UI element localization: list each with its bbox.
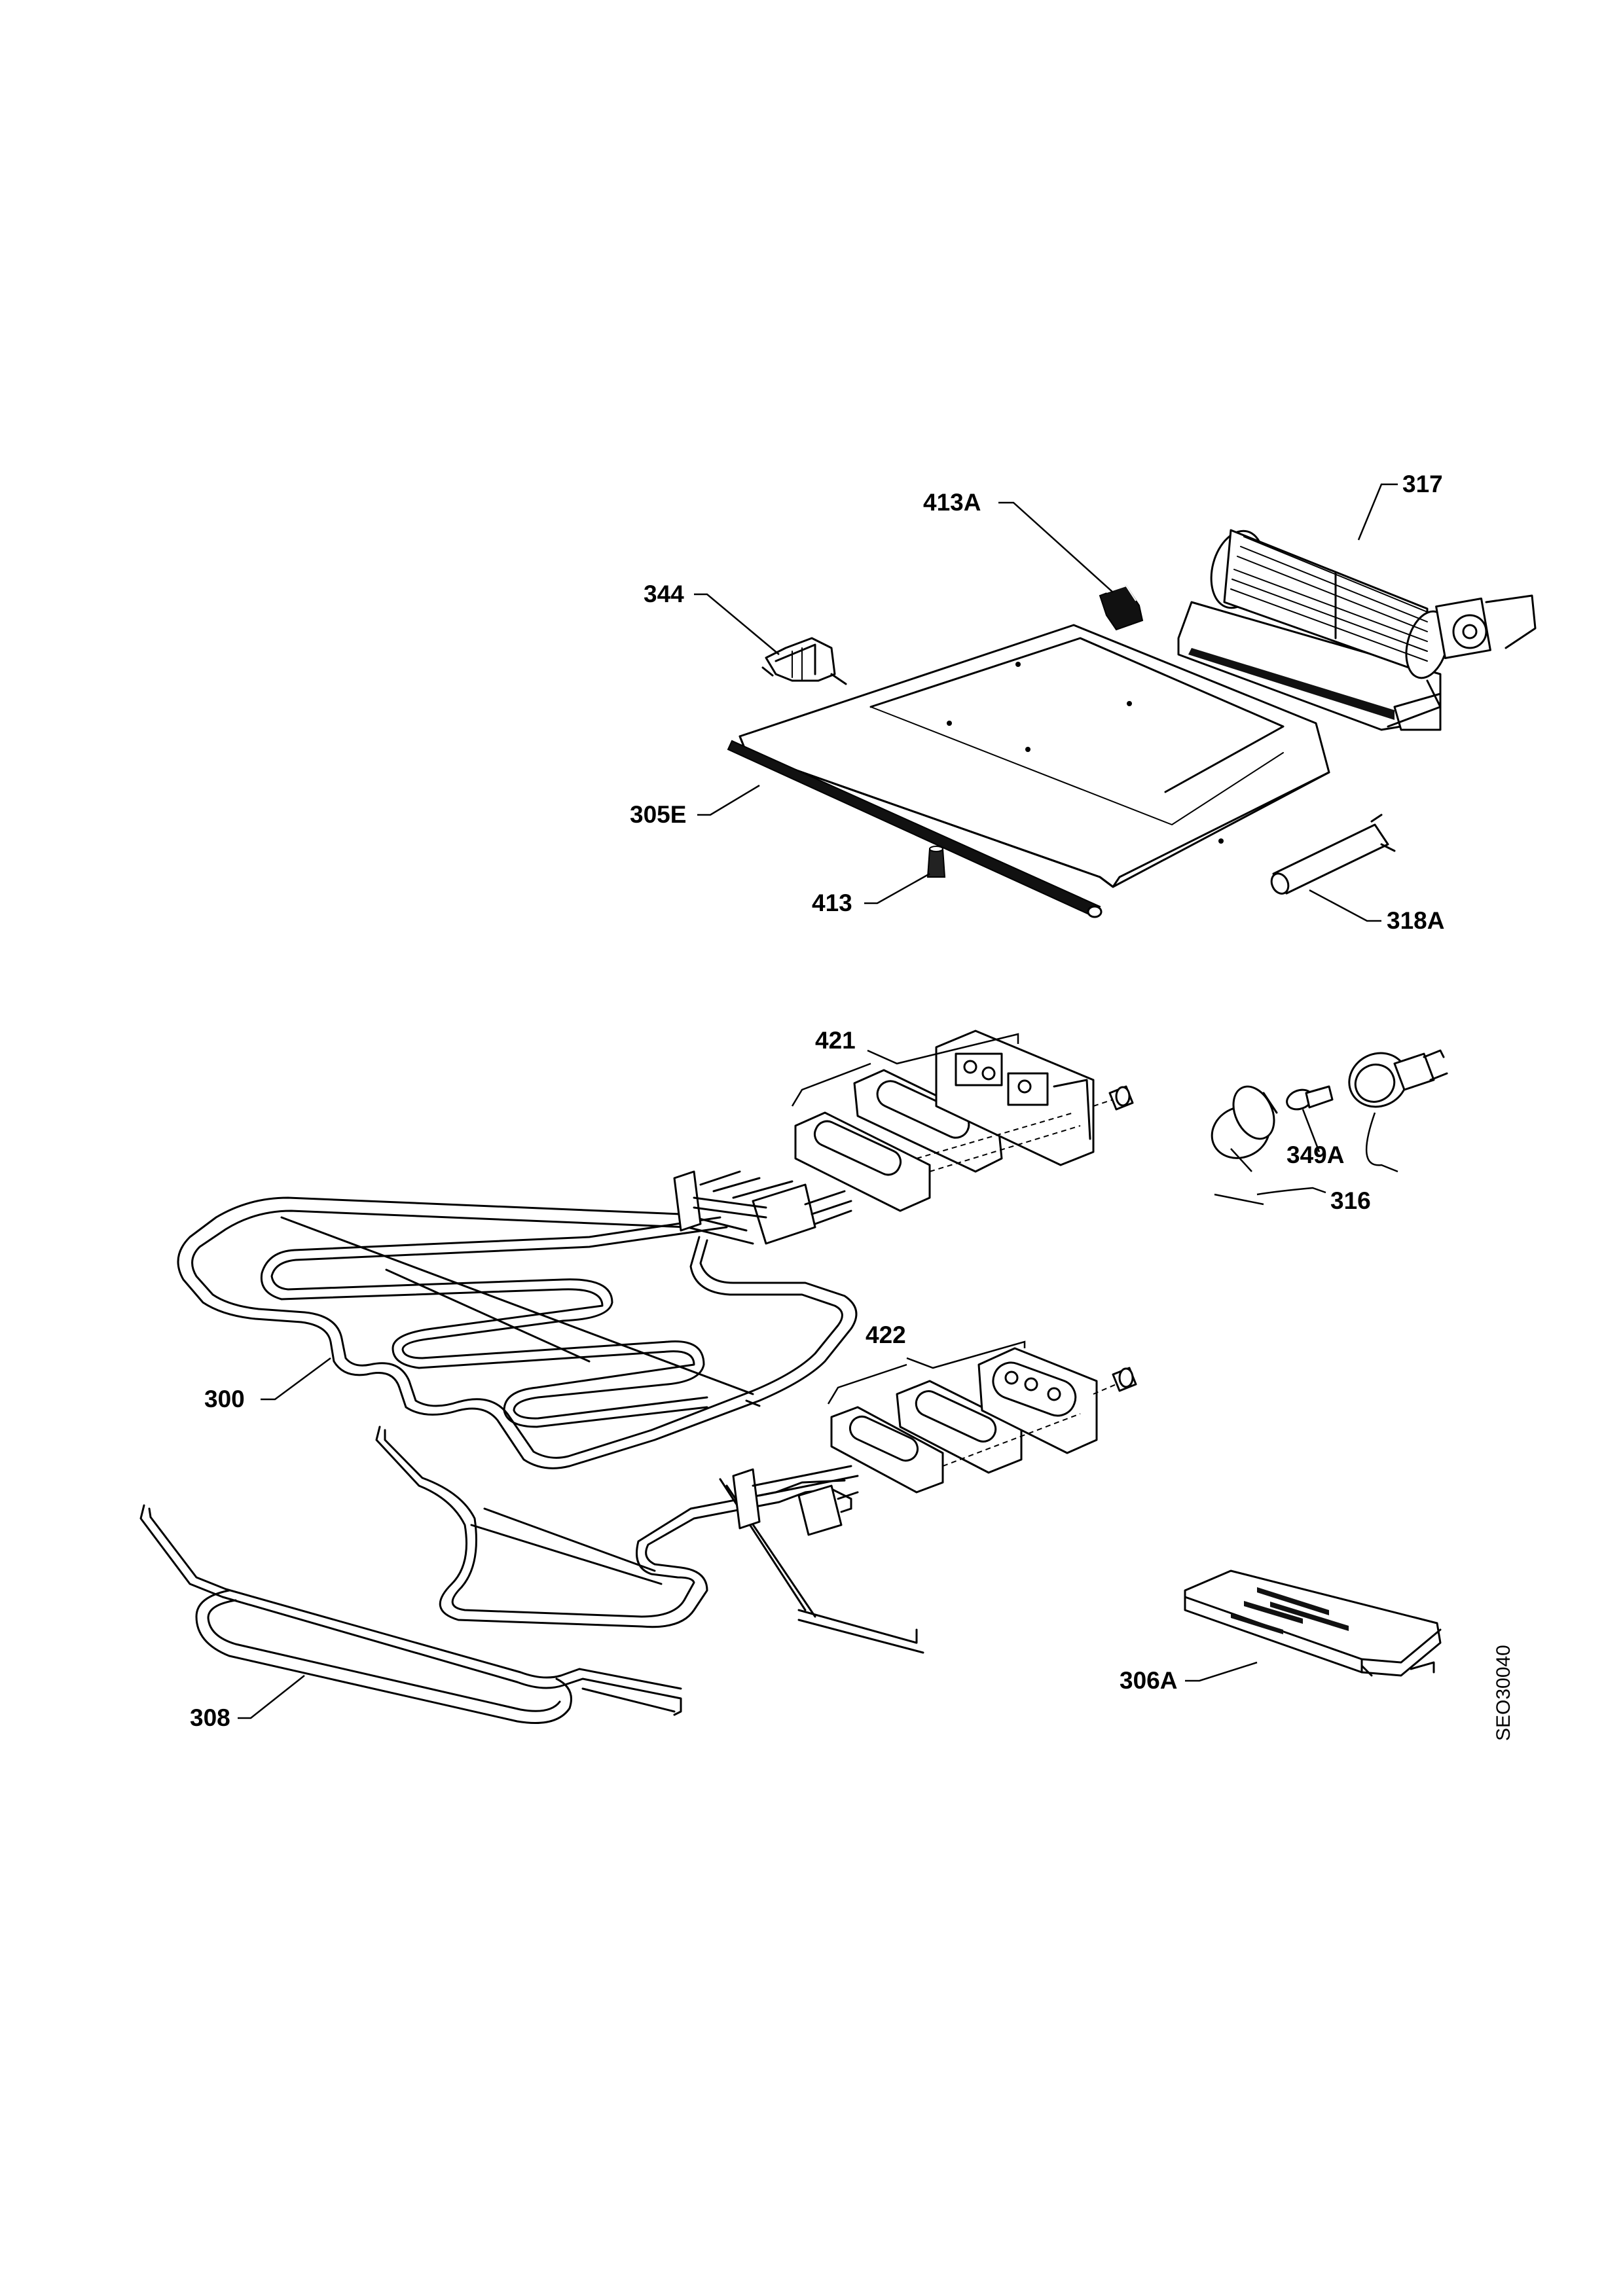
rod-318A	[1270, 814, 1396, 895]
reference-code: SEO30040	[1493, 1645, 1514, 1741]
label-344: 344	[644, 581, 684, 607]
label-316: 316	[1330, 1187, 1371, 1214]
label-300: 300	[204, 1386, 245, 1412]
seal-strip-305E	[727, 740, 1103, 918]
label-306A: 306A	[1120, 1667, 1177, 1694]
label-318A: 318A	[1387, 907, 1444, 934]
label-305E: 305E	[630, 801, 686, 828]
grill-heating-element-300	[177, 1170, 858, 1469]
label-422: 422	[866, 1321, 906, 1348]
terminal-block-421	[794, 1030, 1134, 1212]
plug-413	[926, 846, 946, 878]
label-413A: 413A	[923, 489, 981, 516]
oven-lamp-316	[1211, 1049, 1448, 1159]
bottom-heating-element-308	[139, 1426, 924, 1724]
terminal-block-422	[830, 1347, 1137, 1494]
label-413: 413	[812, 889, 852, 916]
label-349A: 349A	[1286, 1141, 1344, 1168]
clip-413A	[1099, 584, 1144, 631]
leader-lines	[238, 483, 1398, 1719]
tangential-fan-317	[1177, 529, 1537, 731]
label-421: 421	[815, 1027, 856, 1054]
label-317: 317	[1402, 471, 1443, 497]
bracket-344	[761, 637, 847, 685]
side-panel-306A	[1184, 1570, 1442, 1677]
label-308: 308	[190, 1704, 230, 1731]
top-cover-plate	[739, 624, 1330, 888]
